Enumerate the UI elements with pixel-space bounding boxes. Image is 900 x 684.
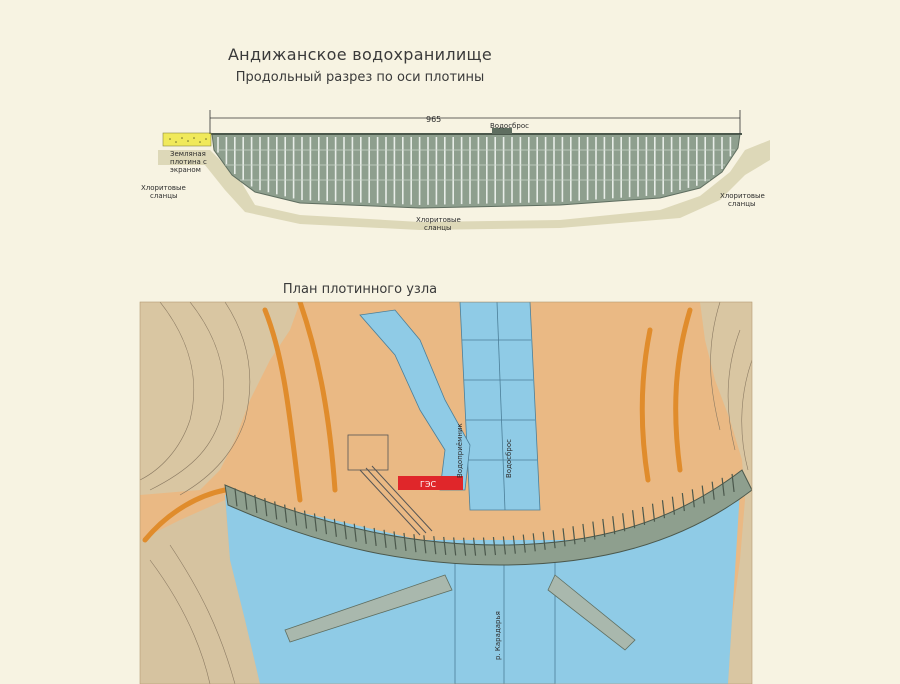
schist-left-label-2: сланцы <box>150 192 177 200</box>
arch-rib <box>592 521 596 540</box>
hpp-building <box>398 476 463 490</box>
arch-rib <box>492 537 497 556</box>
arch-rib <box>343 521 347 540</box>
arch-rib <box>562 528 566 547</box>
right-hillside <box>700 302 752 684</box>
arch-rib <box>612 516 616 535</box>
earth-dam-hatch <box>169 137 207 143</box>
arch-rib <box>512 535 516 554</box>
arch-rib <box>254 494 258 514</box>
arch-rib <box>572 526 576 545</box>
schist-right-label-2: сланцы <box>728 200 755 208</box>
building-outline <box>347 434 389 471</box>
section-title: Продольный разрез по оси плотины <box>235 70 485 85</box>
arch-rib <box>433 536 437 555</box>
arch-rib <box>274 501 278 520</box>
left-side-channel <box>284 574 453 643</box>
arch-rib <box>383 529 387 548</box>
spillway-marker <box>492 128 512 134</box>
arch-rib <box>463 537 467 556</box>
arch-rib <box>472 537 477 556</box>
arch-rib <box>313 513 318 532</box>
arch-rib <box>661 500 666 519</box>
plan-title: План плотинного узла <box>282 282 438 297</box>
river-label: р. Карадарья <box>494 611 502 660</box>
spillway-label-section: Водосброс <box>490 122 529 130</box>
arch-rib <box>234 488 238 507</box>
left-hillside <box>140 302 300 495</box>
schist-mid-label-1: Хлоритовые <box>416 216 461 224</box>
arch-rib <box>423 535 427 554</box>
arch-rib <box>542 531 546 550</box>
hpp-label: ГЭС <box>420 480 436 489</box>
schist-mid-label-2: сланцы <box>424 224 451 232</box>
intake-channel <box>359 309 471 491</box>
arch-rib <box>482 537 487 556</box>
arch-rib <box>632 510 636 529</box>
arch-rib <box>393 531 397 550</box>
arch-rib <box>293 507 298 526</box>
intake-label: Водоприёмник <box>456 423 464 478</box>
arch-rib <box>721 477 725 496</box>
arch-rib <box>582 523 586 543</box>
arch-rib <box>353 523 357 542</box>
dimension-label: 965 <box>426 115 441 124</box>
earth-dam-fill <box>162 132 212 147</box>
plan-frame <box>139 301 753 684</box>
arch-rib <box>453 537 457 556</box>
arch-rib <box>413 534 417 553</box>
arch-rib <box>681 492 685 512</box>
arch-rib <box>651 503 656 522</box>
arch-rib <box>671 496 676 515</box>
arch-rib <box>303 510 308 529</box>
arch-rib <box>323 516 328 535</box>
arch-rib <box>264 498 268 517</box>
spillway-steps <box>462 302 537 511</box>
spillway-channel <box>459 302 541 511</box>
arch-rib <box>691 489 695 508</box>
arch-rib <box>701 485 705 504</box>
main-title: Андижанское водохранилище <box>227 45 493 64</box>
dam-buttress-ribs <box>234 473 735 556</box>
arch-rib <box>731 473 735 492</box>
buttress-grid <box>217 137 732 205</box>
lower-left-hill <box>140 500 260 684</box>
arch-rib <box>244 491 248 510</box>
arch-rib <box>443 536 447 555</box>
arch-rib <box>622 513 626 532</box>
right-side-channel <box>547 574 636 651</box>
schist-left-label-1: Хлоритовые <box>141 184 186 192</box>
arch-rib <box>284 504 288 523</box>
arch-rib <box>711 481 715 500</box>
tailrace-channel <box>454 559 556 684</box>
arch-rib <box>363 525 367 544</box>
earth-dam-label-2: плотина с <box>170 158 207 166</box>
arch-rib <box>641 506 646 526</box>
arch-rib <box>532 533 536 552</box>
arch-rib <box>552 530 556 549</box>
schist-right-label-1: Хлоритовые <box>720 192 765 200</box>
orange-contours <box>142 302 693 543</box>
arch-rib <box>522 534 526 553</box>
earth-dam-label-3: экраном <box>170 166 201 174</box>
contour-lines <box>140 302 752 684</box>
arch-rib <box>333 518 337 537</box>
spillway-label-plan: Водосброс <box>505 439 513 478</box>
penstock-lines <box>359 465 433 536</box>
arch-rib <box>602 518 606 538</box>
arch-rib <box>373 527 377 546</box>
earth-dam-label-1: Земляная <box>170 150 206 158</box>
arch-rib <box>502 536 506 555</box>
arch-rib <box>403 532 407 552</box>
